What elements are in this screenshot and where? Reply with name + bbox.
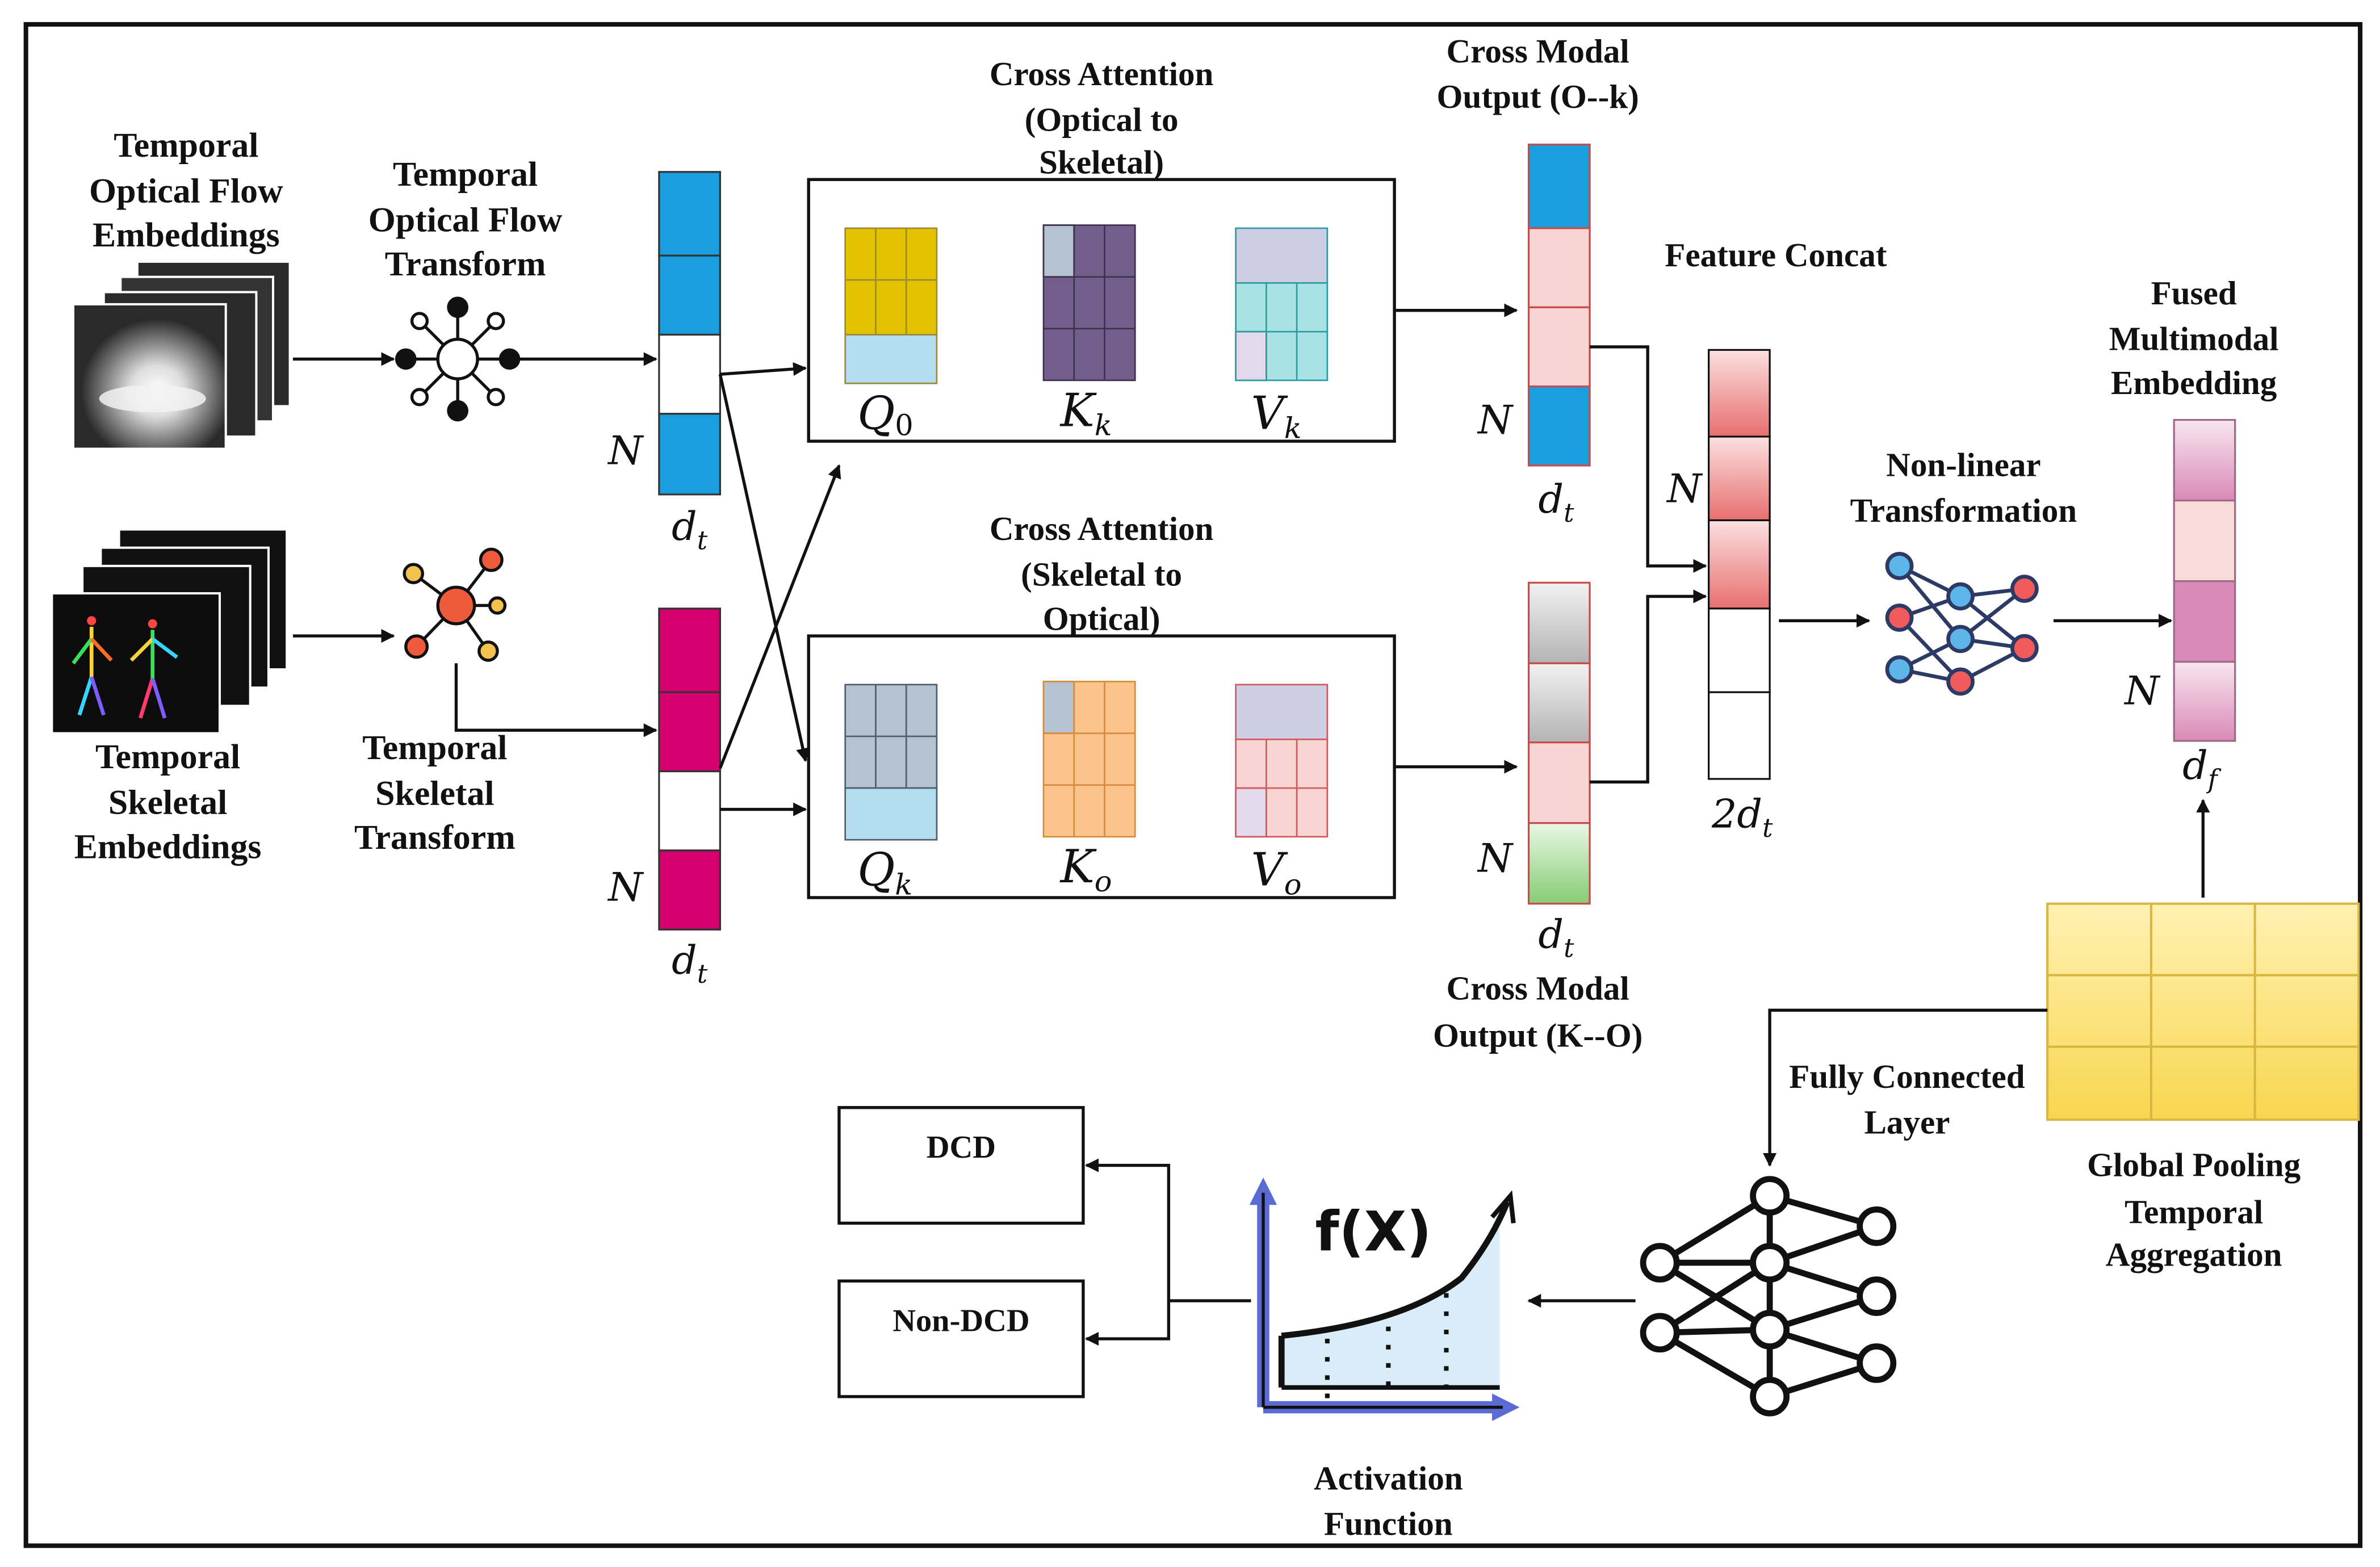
vo-matrix: [1235, 684, 1329, 838]
dt-label: dt: [1538, 911, 1574, 963]
cross-attention-2-line: Optical): [1043, 600, 1160, 637]
skeletal-transform-line: Transform: [354, 818, 516, 857]
skeletal-frames: [51, 528, 288, 735]
skeletal-transform-line: Temporal: [362, 728, 507, 767]
df-label: df: [2182, 743, 2222, 794]
arrow-out2-to-concat: [1590, 589, 1707, 784]
cross-modal-out-2-line: Output (K--O): [1433, 1017, 1642, 1054]
optical-transform-line: Optical Flow: [368, 200, 563, 239]
kk-label: Kk: [1059, 383, 1112, 442]
skeletal-embeddings-line: Embeddings: [74, 827, 262, 866]
arrow-activation-to-dcd: [1084, 1158, 1251, 1302]
output-box-non-dcd: [837, 1279, 1085, 1398]
fully-connected-network-icon: [1640, 1176, 1897, 1417]
skeletal-embeddings-line: Skeletal: [108, 784, 227, 822]
arrow-optical-to-ca2: [718, 374, 810, 762]
global-pooling-line: Global Pooling: [2087, 1146, 2301, 1183]
output-label-dcd: DCD: [927, 1130, 996, 1165]
cross-attention-1-line: Skeletal): [1039, 144, 1164, 181]
q0-label: Q0: [857, 387, 914, 443]
skeletal-embeddings-line: Temporal: [95, 738, 240, 776]
global-pooling-grid: [2046, 902, 2360, 1121]
optical-frame: [72, 303, 227, 450]
n-label: N: [2123, 668, 2161, 714]
cross-attention-1-line: Cross Attention: [990, 55, 1214, 93]
fully-connected-line: Layer: [1864, 1103, 1950, 1141]
concat-column: [1708, 349, 1771, 780]
optical-transform-line: Temporal: [393, 155, 538, 194]
activation-function-icon: [1249, 1178, 1520, 1421]
fused-line: Fused: [2151, 274, 2237, 312]
nonlinear-network-icon: [1885, 552, 2039, 696]
cross-attention-2-line: Cross Attention: [990, 510, 1214, 547]
arrow-pooling-to-fc: [1763, 1008, 2048, 1167]
output-label-non-dcd: Non-DCD: [892, 1304, 1029, 1339]
ko-label: Ko: [1059, 840, 1112, 899]
vo-label: Vo: [1251, 843, 1301, 902]
activation-line: Activation: [1314, 1459, 1463, 1497]
optical-embeddings-line: Temporal: [114, 126, 258, 165]
n-label: N: [1666, 466, 1703, 512]
2dt-label: 2dt: [1711, 791, 1773, 843]
fully-connected-line: Fully Connected: [1789, 1058, 2025, 1095]
fused-line: Multimodal: [2109, 320, 2279, 357]
n-label: N: [607, 428, 644, 474]
global-pooling-line: Temporal: [2125, 1193, 2263, 1230]
skeletal-frame: [51, 592, 221, 735]
optical-transform-icon: [395, 296, 521, 422]
optical-feature-column: [658, 171, 721, 496]
vk-matrix: [1235, 227, 1329, 382]
fx-label: f(X): [1315, 1200, 1431, 1264]
connectors: [292, 303, 2210, 1346]
cross-attention-2-line: (Skeletal to: [1021, 556, 1182, 593]
dt-label: dt: [672, 937, 708, 989]
arrow-activation-to-non-dcd: [1084, 1301, 1171, 1346]
global-pooling-line: Aggregation: [2106, 1236, 2282, 1273]
arrow-skeletal-to-ca1: [718, 464, 841, 769]
fused-line: Embedding: [2111, 364, 2277, 401]
q0-matrix: [844, 227, 938, 384]
cross-modal-output-ok: [1527, 143, 1591, 467]
dt-label: dt: [1538, 476, 1574, 528]
skeletal-feature-column: [658, 607, 721, 931]
qk-matrix: [844, 684, 938, 841]
n-label: N: [1477, 836, 1514, 882]
optical-transform-line: Transform: [385, 245, 546, 283]
cross-attention-1-line: (Optical to: [1025, 101, 1179, 139]
arrow-skeletal-transform-to-column: [454, 663, 657, 738]
outer-frame: [23, 22, 2363, 1548]
optical-flow-frames: [72, 260, 291, 450]
nonlinear-line: Non-linear: [1886, 446, 2041, 484]
cross-modal-out-1-line: Cross Modal: [1447, 32, 1629, 70]
activation-line: Function: [1324, 1505, 1453, 1543]
nonlinear-line: Transformation: [1850, 492, 2077, 529]
optical-embeddings-line: Embeddings: [93, 216, 280, 254]
arrow-optical-to-ca1: [720, 362, 807, 376]
skeleton-figure: [129, 619, 178, 719]
dt-label: dt: [672, 504, 708, 555]
kk-matrix: [1042, 224, 1136, 382]
n-label: N: [607, 864, 644, 910]
n-label: N: [1477, 397, 1514, 443]
cross-modal-out-1-line: Output (O--k): [1437, 78, 1639, 115]
skeletal-transform-icon: [403, 547, 507, 662]
output-box-dcd: [837, 1106, 1085, 1225]
skeletal-transform-line: Skeletal: [375, 774, 494, 813]
feature-concat-label: Feature Concat: [1665, 236, 1887, 274]
optical-embeddings-line: Optical Flow: [89, 171, 283, 210]
cross-modal-output-ko: [1527, 581, 1591, 905]
qk-label: Qk: [857, 843, 912, 902]
fused-column: [2173, 418, 2236, 742]
skeleton-figure: [72, 616, 113, 716]
cross-modal-out-2-line: Cross Modal: [1447, 970, 1629, 1007]
ko-matrix: [1042, 681, 1136, 838]
vk-label: Vk: [1251, 387, 1301, 446]
arrow-out1-to-concat: [1590, 345, 1707, 573]
